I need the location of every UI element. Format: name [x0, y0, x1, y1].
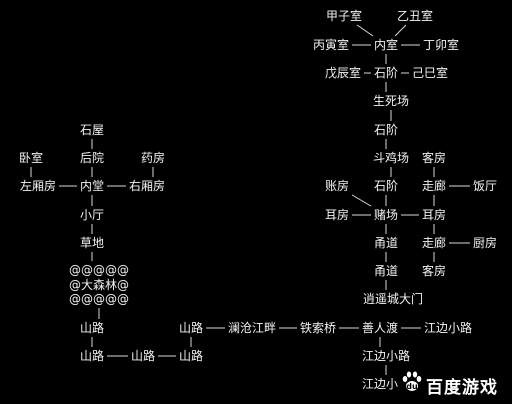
room-shanlu4: 山路: [178, 349, 204, 363]
room-doujichang: 斗鸡场: [372, 151, 410, 165]
room-shiwu: 石屋: [79, 123, 105, 137]
room-zoulang1: 走廊: [421, 179, 447, 193]
room-zuoxiang: 左厢房: [19, 179, 57, 193]
room-neishi: 内室: [373, 38, 399, 52]
room-shijie1: 石阶: [373, 66, 399, 80]
room-jisi: 己巳室: [411, 66, 449, 80]
room-shanlu5: 山路: [178, 321, 204, 335]
room-shijie2: 石阶: [373, 123, 399, 137]
paw-logo-icon: du: [402, 371, 422, 391]
room-shijie3: 石阶: [373, 179, 399, 193]
room-youxiang: 右厢房: [128, 179, 166, 193]
watermark: du 百度游戏: [392, 366, 512, 400]
room-shanlu2: 山路: [79, 349, 105, 363]
room-jiangbian1: 江边小路: [423, 321, 473, 335]
room-kefang1: 客房: [421, 151, 447, 165]
room-shengsi: 生死场: [372, 94, 410, 108]
room-erfang1: 耳房: [324, 208, 350, 222]
room-yichou: 乙丑室: [396, 9, 434, 23]
room-bingyin: 丙寅室: [312, 38, 350, 52]
room-forest1: @@@@@: [69, 263, 129, 277]
room-houyuan: 后院: [79, 151, 105, 165]
room-caodi: 草地: [79, 236, 105, 250]
room-wuchen: 戊辰室: [324, 66, 362, 80]
room-jiangbian3: 江边小: [361, 377, 399, 391]
room-kefang2: 客房: [421, 264, 447, 278]
room-woshi: 卧室: [18, 151, 44, 165]
svg-text:du: du: [406, 382, 418, 391]
room-yongdao1: 甬道: [373, 236, 399, 250]
room-xiaoting: 小厅: [79, 208, 105, 222]
room-fanting: 饭厅: [472, 179, 498, 193]
room-xiaoyao: 逍遥城大门: [362, 292, 424, 306]
room-forest3: @@@@@: [69, 292, 129, 306]
room-tiesuo: 铁索桥: [299, 321, 337, 335]
room-shanlu1: 山路: [79, 321, 105, 335]
room-shanlu3: 山路: [130, 349, 156, 363]
room-forest2: @大森林@: [68, 278, 130, 292]
link-zhangfang-duchang: [351, 194, 372, 207]
room-zoulang2: 走廊: [421, 236, 447, 250]
room-jiangbian2: 江边小路: [361, 349, 411, 363]
room-erfang2: 耳房: [421, 208, 447, 222]
room-dingmao: 丁卯室: [422, 38, 460, 52]
room-duchang: 赌场: [373, 208, 399, 222]
room-lancang: 澜沧江畔: [227, 321, 277, 335]
room-shanrendu: 善人渡: [361, 321, 399, 335]
room-jiazi: 甲子室: [325, 9, 363, 23]
link-jiazi-neishi: [356, 24, 374, 37]
room-neitang: 内堂: [79, 179, 105, 193]
room-yaofang: 药房: [140, 151, 166, 165]
link-yichou-neishi: [394, 24, 407, 37]
watermark-text: 百度游戏: [426, 378, 498, 398]
room-yongdao2: 甬道: [373, 264, 399, 278]
room-chufang: 厨房: [472, 236, 498, 250]
room-zhangfang: 账房: [324, 179, 350, 193]
